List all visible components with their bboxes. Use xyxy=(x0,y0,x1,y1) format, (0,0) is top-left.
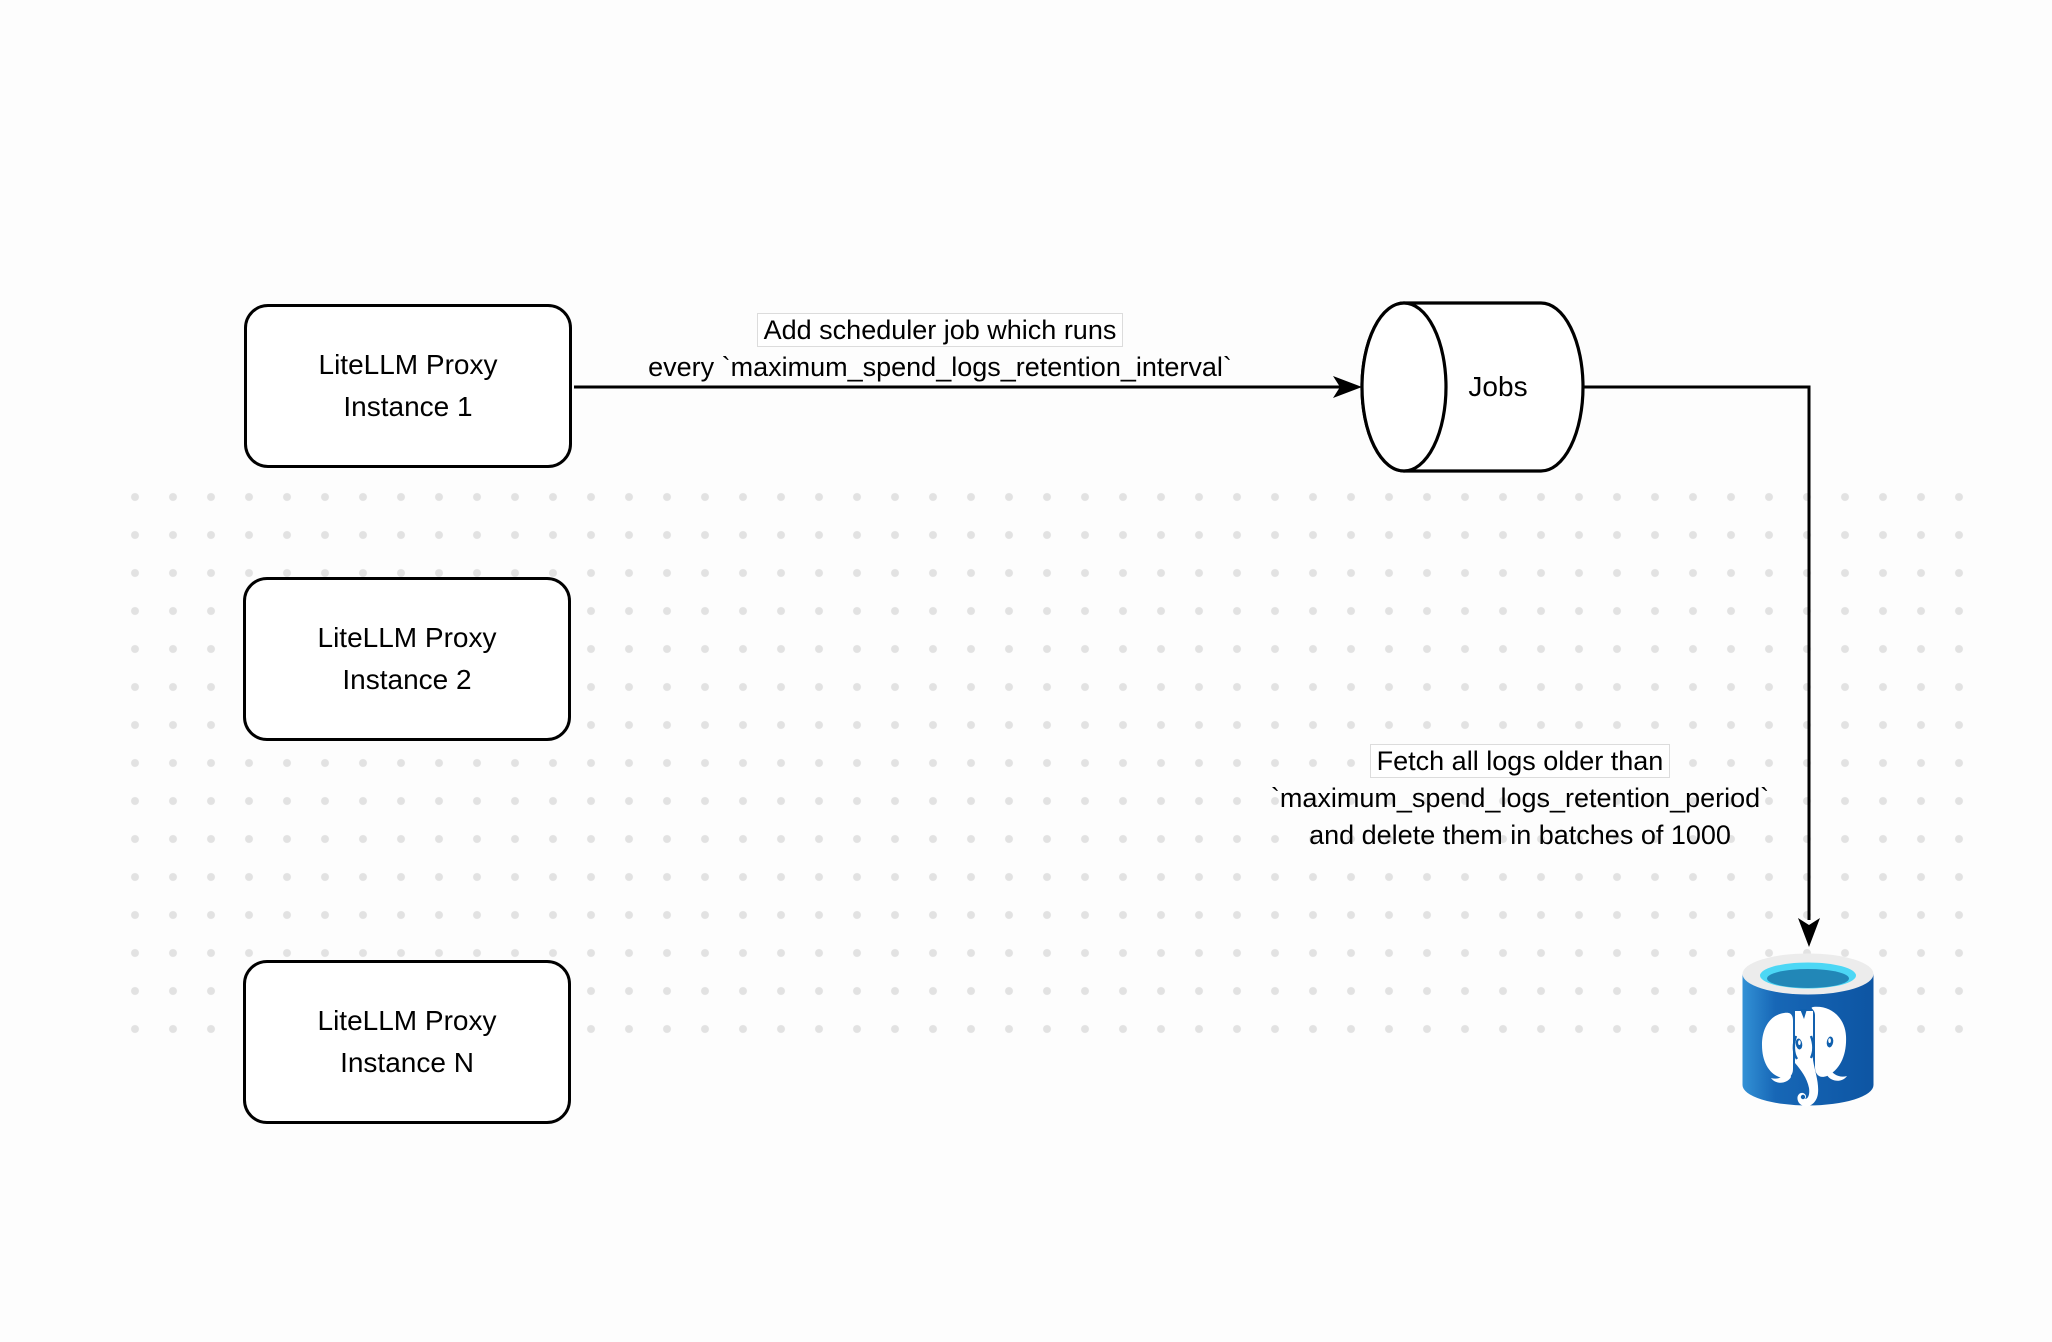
edge-label-cleanup-line1: Fetch all logs older than xyxy=(1369,744,1671,778)
postgresql-database-icon xyxy=(1742,953,1874,1107)
node-litellm-proxy-instance-1: LiteLLM Proxy Instance 1 xyxy=(244,304,572,468)
edge-label-cleanup-line2: `maximum_spend_logs_retention_period` xyxy=(1270,783,1770,813)
node-label-line1: LiteLLM Proxy xyxy=(317,622,497,653)
node-label-line2: Instance 1 xyxy=(343,391,473,422)
edge-label-cleanup-line3: and delete them in batches of 1000 xyxy=(1309,820,1731,850)
node-label-line2: Instance 2 xyxy=(342,664,472,695)
postgres-elephant-icon xyxy=(1762,1006,1847,1107)
node-label-line1: LiteLLM Proxy xyxy=(318,349,498,380)
node-label-line1: LiteLLM Proxy xyxy=(317,1005,497,1036)
edge-label-cleanup: Fetch all logs older than `maximum_spend… xyxy=(1220,743,1820,854)
edge-label-scheduler-line2: every `maximum_spend_logs_retention_inte… xyxy=(648,352,1232,382)
node-litellm-proxy-instance-n: LiteLLM Proxy Instance N xyxy=(243,960,571,1124)
postgres-opening-liquid xyxy=(1767,969,1849,988)
arrowhead-right-icon xyxy=(1333,376,1362,398)
edge-label-scheduler: Add scheduler job which runs every `maxi… xyxy=(590,312,1290,386)
node-label-line2: Instance N xyxy=(340,1047,474,1078)
edge-label-scheduler-line1: Add scheduler job which runs xyxy=(756,313,1124,347)
node-litellm-proxy-instance-2: LiteLLM Proxy Instance 2 xyxy=(243,577,571,741)
jobs-cylinder-label: Jobs xyxy=(1468,371,1528,402)
